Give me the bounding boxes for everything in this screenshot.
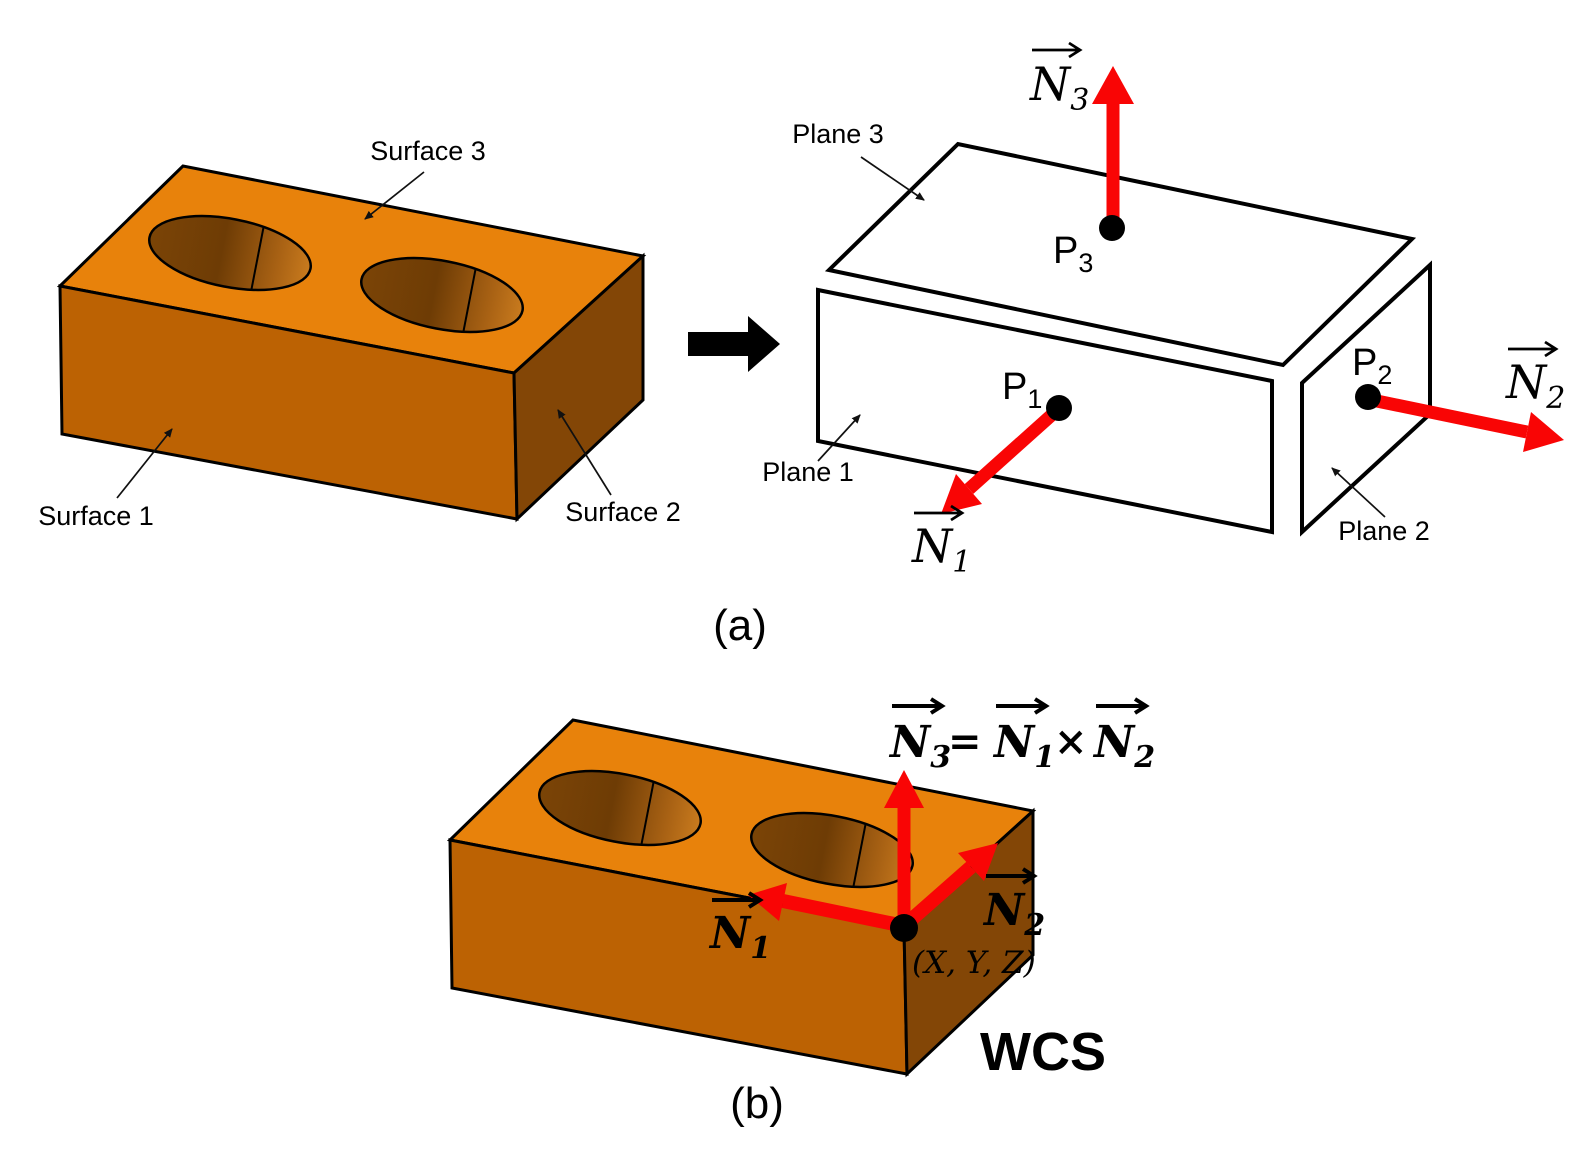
plane-1-pointer-arrow	[817, 414, 861, 462]
vector-overarrow-icon	[996, 697, 1050, 715]
svg-text:N3: N3	[1029, 57, 1089, 118]
surface-1-pointer-arrow	[116, 428, 173, 499]
wcs-origin-dot	[890, 914, 918, 942]
vector-overarrow-icon	[1096, 697, 1150, 715]
vector-overarrow-icon	[914, 504, 965, 522]
wcs-equation: N3 = N1 × N2	[888, 697, 1155, 775]
equation-equals: =	[948, 718, 982, 765]
panel-a-caption: (a)	[713, 601, 767, 650]
surface-1-label: Surface 1	[38, 501, 154, 531]
vector-overarrow-icon	[986, 867, 1038, 885]
wcs-n1-label: N1	[708, 891, 771, 966]
wcs-n3-axis-arrow	[884, 770, 924, 922]
hole-seam-line	[852, 823, 867, 887]
surface-3-label: Surface 3	[370, 136, 486, 166]
brick-a-hole-2	[359, 256, 525, 334]
point-p3-label: P3	[1053, 230, 1093, 278]
panel-b-brick	[446, 718, 1037, 1078]
equation-times: ×	[1054, 718, 1088, 765]
normal-n1-label: N1	[911, 504, 971, 580]
vector-overarrow-icon	[892, 697, 946, 715]
brick-b-hole-1	[537, 769, 703, 847]
wcs-n2-label: N2	[982, 867, 1045, 943]
svg-text:N1: N1	[708, 908, 771, 966]
vector-overarrow-icon	[1508, 340, 1559, 358]
surface-2-label: Surface 2	[565, 497, 681, 527]
normal-n2-arrow	[1370, 393, 1564, 452]
plane-3-pointer-arrow	[860, 156, 925, 201]
point-p1-dot	[1046, 395, 1072, 421]
point-p2-dot	[1355, 384, 1381, 410]
brick-a-right-face	[512, 252, 645, 523]
normal-n3-arrow	[1092, 66, 1134, 222]
plane-1-label: Plane 1	[762, 457, 854, 487]
point-p2-label: P2	[1352, 342, 1392, 390]
brick-a-hole-1	[147, 214, 313, 292]
hole-seam-line	[640, 781, 655, 845]
hole-seam-line	[250, 226, 265, 290]
wcs-n1-axis-arrow	[748, 883, 906, 933]
plane-2-pointer-arrow	[1331, 467, 1386, 518]
point-p1-label: P1	[1002, 366, 1042, 414]
equation-op2: N2	[1092, 717, 1155, 775]
plane-2-label: Plane 2	[1338, 516, 1430, 546]
vector-overarrow-icon	[712, 891, 764, 909]
plane-3-outline	[824, 141, 1417, 368]
panel-a-brick	[56, 164, 647, 523]
vector-overarrow-icon	[1032, 41, 1083, 59]
surface-3-pointer-arrow	[364, 171, 425, 220]
wcs-origin-coords-label: (X, Y, Z)	[912, 945, 1036, 981]
point-p3-dot	[1099, 215, 1125, 241]
equation-op1: N1	[992, 717, 1055, 775]
surface-2-pointer-arrow	[557, 409, 612, 496]
panel-b-caption: (b)	[730, 1079, 784, 1128]
plane-1-outline	[816, 287, 1274, 535]
normal-n2-label: N2	[1505, 340, 1565, 416]
svg-text:N1: N1	[911, 519, 971, 580]
equation-lhs: N3	[888, 717, 951, 775]
svg-text:N2: N2	[1505, 355, 1565, 416]
wcs-label: WCS	[980, 1022, 1106, 1082]
svg-text:N2: N2	[982, 885, 1045, 943]
transform-arrow-icon	[688, 316, 780, 372]
normal-n3-label: N3	[1029, 41, 1089, 118]
normal-n1-arrow	[941, 407, 1060, 514]
brick-b-hole-2	[749, 811, 915, 889]
hole-seam-line	[462, 268, 477, 332]
plane-3-label: Plane 3	[792, 119, 884, 149]
wcs-n2-axis-arrow	[899, 843, 998, 932]
